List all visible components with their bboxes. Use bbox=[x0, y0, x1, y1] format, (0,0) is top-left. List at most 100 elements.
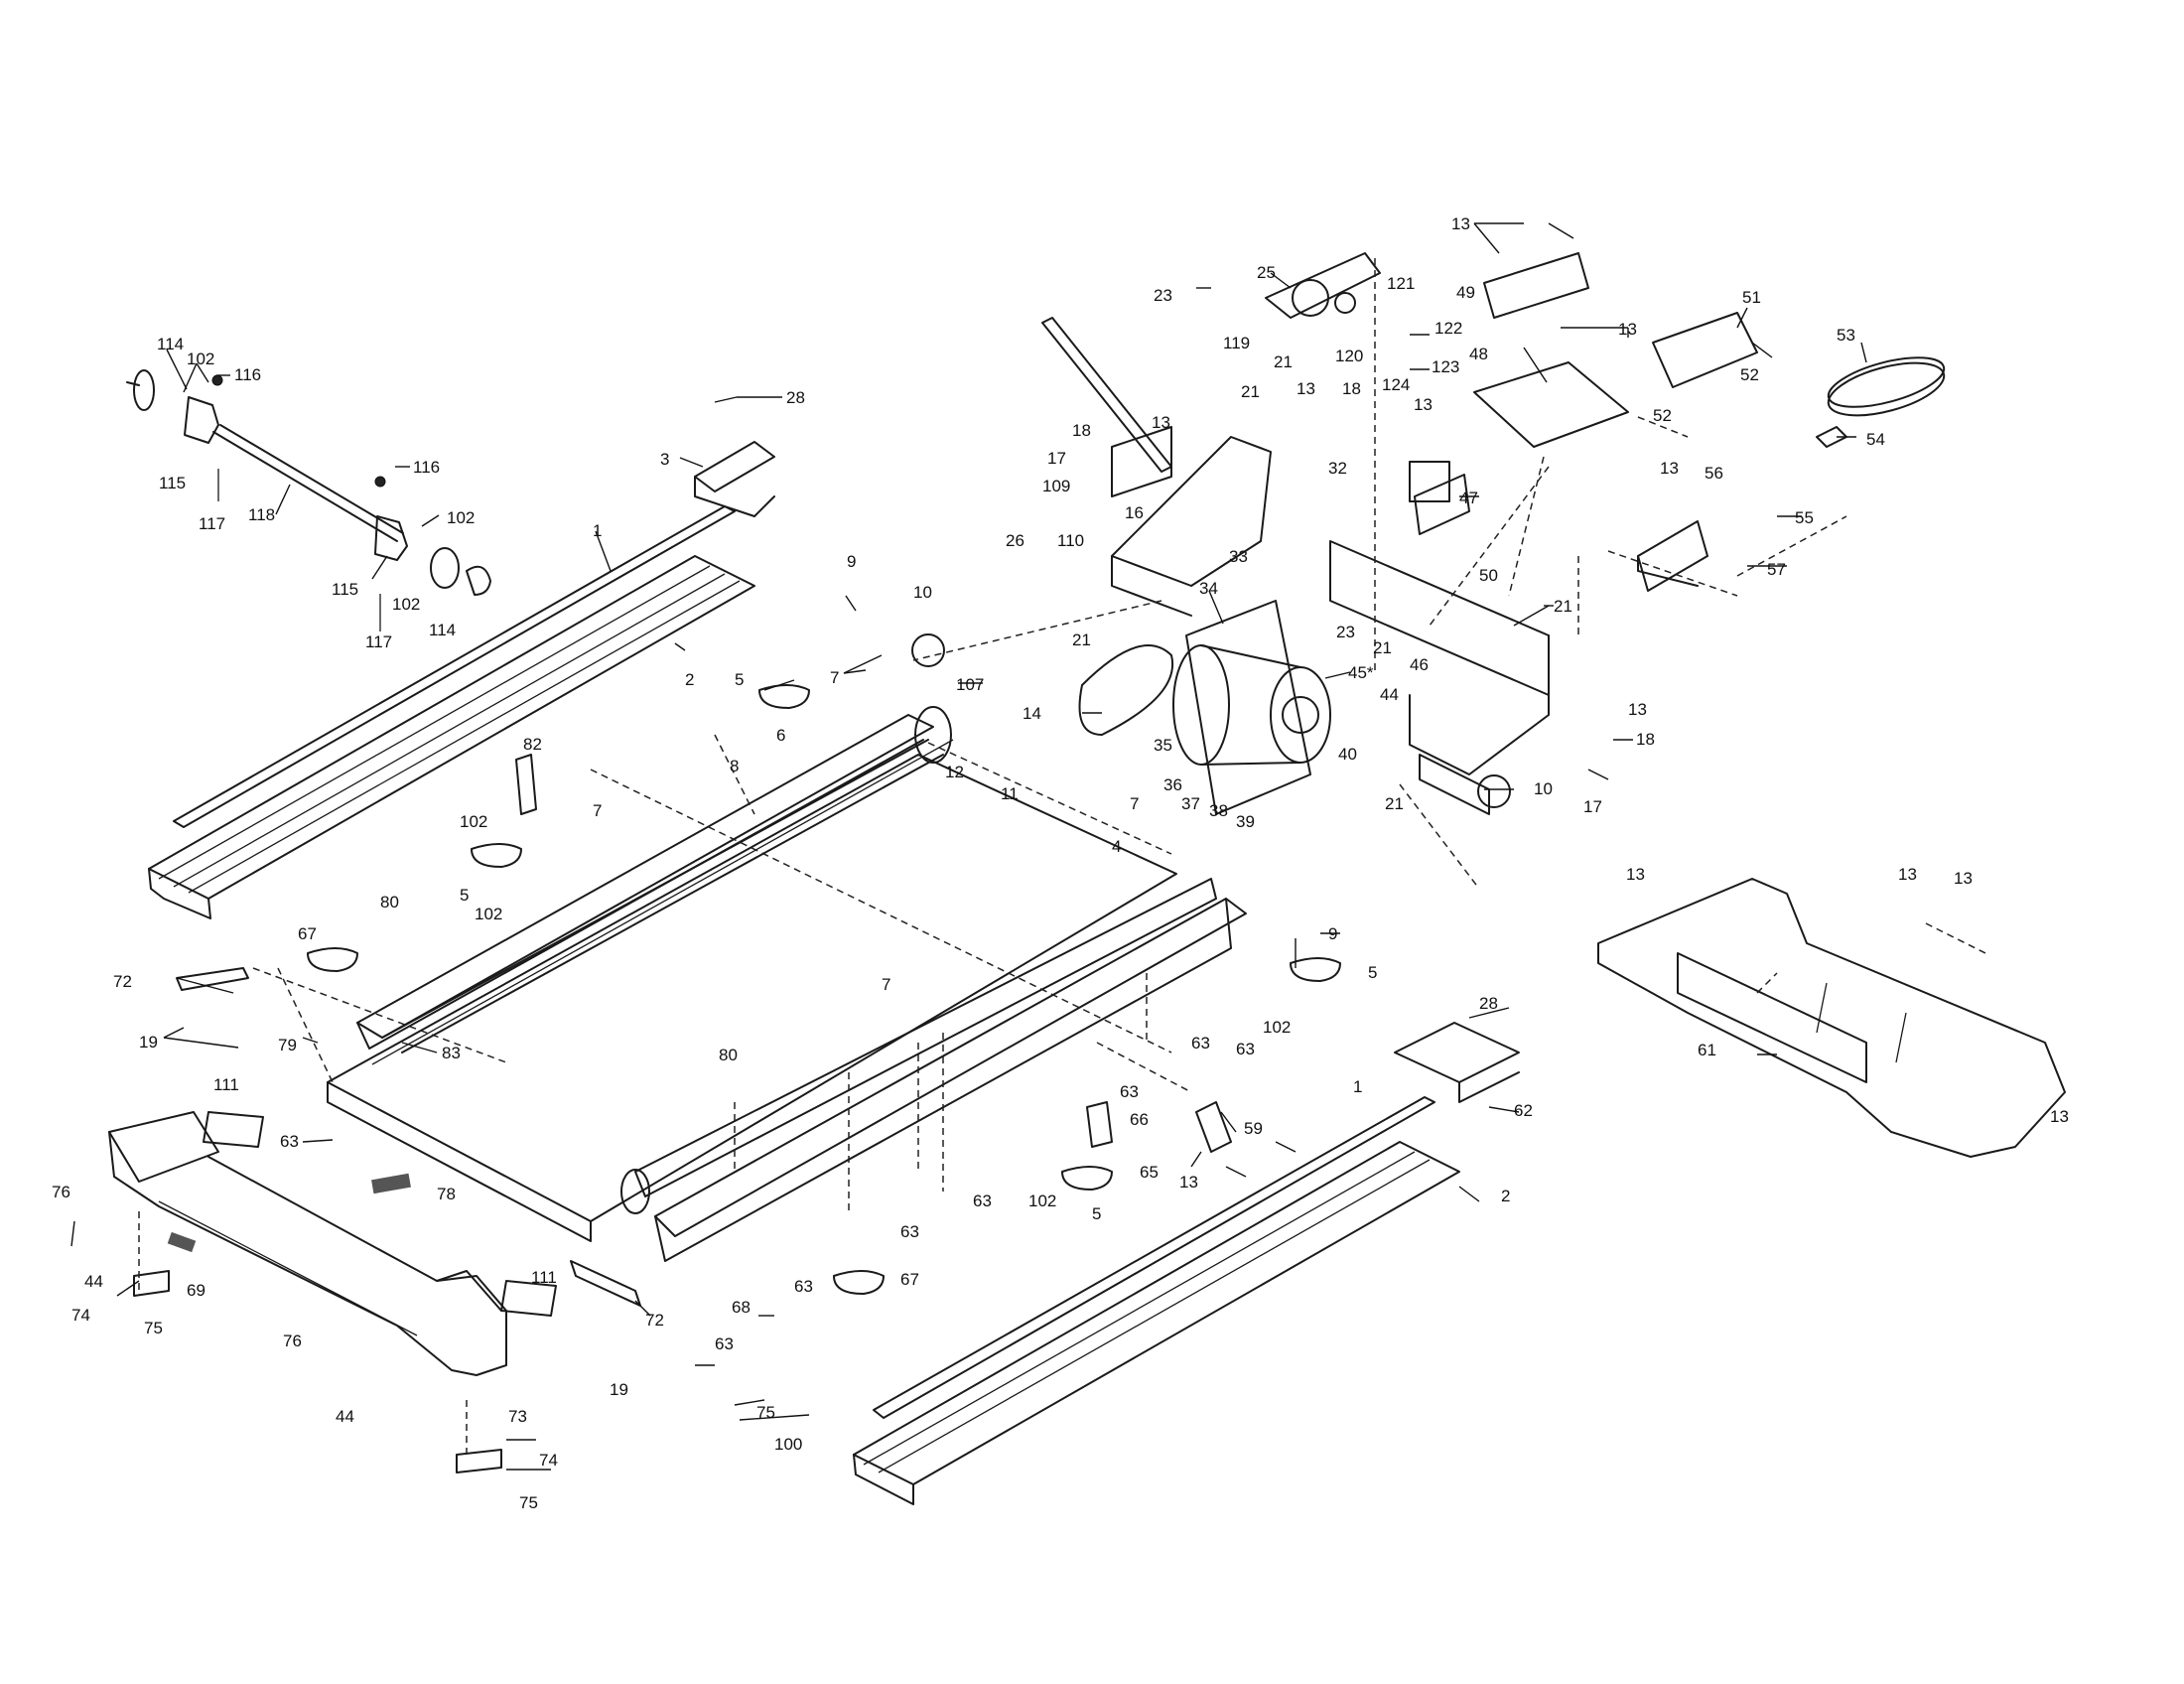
motor-assembly bbox=[1078, 600, 1331, 815]
callout-8: 8 bbox=[730, 757, 739, 775]
callout-11: 11 bbox=[1001, 784, 1019, 803]
callout-12: 12 bbox=[945, 763, 964, 781]
callout-69: 69 bbox=[187, 1281, 205, 1300]
callout-50: 50 bbox=[1479, 566, 1498, 585]
callout-116: 116 bbox=[413, 458, 440, 477]
callout-38: 38 bbox=[1209, 801, 1228, 820]
callout-18: 18 bbox=[1636, 730, 1655, 749]
callout-labels: 114 102 116 115 117 118 116 102 115 102 … bbox=[52, 214, 2069, 1512]
callout-40: 40 bbox=[1338, 745, 1357, 764]
callout-33: 33 bbox=[1229, 547, 1248, 566]
callout-5: 5 bbox=[1092, 1204, 1101, 1223]
callout-75: 75 bbox=[519, 1493, 538, 1512]
assembly-lines bbox=[138, 466, 1986, 1455]
axle-assembly bbox=[126, 369, 491, 632]
callout-75: 75 bbox=[144, 1319, 163, 1337]
callout-1: 1 bbox=[1353, 1077, 1362, 1096]
callout-47: 47 bbox=[1459, 489, 1478, 507]
motor-hood bbox=[1597, 878, 2066, 1158]
callout-34: 34 bbox=[1199, 579, 1218, 598]
callout-18: 18 bbox=[1072, 421, 1091, 440]
callout-5: 5 bbox=[460, 886, 469, 905]
callout-13: 13 bbox=[1618, 320, 1637, 339]
callout-51: 51 bbox=[1742, 288, 1761, 307]
callout-23: 23 bbox=[1154, 286, 1172, 305]
callout-82: 82 bbox=[523, 735, 542, 754]
rear-endcap bbox=[108, 1111, 507, 1376]
callout-100: 100 bbox=[774, 1435, 802, 1454]
callout-68: 68 bbox=[732, 1298, 751, 1317]
callout-55: 55 bbox=[1795, 508, 1814, 527]
callout-114: 114 bbox=[429, 621, 456, 639]
callout-45*: 45* bbox=[1348, 663, 1374, 682]
callout-117: 117 bbox=[199, 514, 225, 533]
callout-25: 25 bbox=[1257, 263, 1276, 282]
callout-117: 117 bbox=[365, 632, 392, 651]
callout-32: 32 bbox=[1328, 459, 1347, 478]
callout-21: 21 bbox=[1072, 631, 1091, 649]
callout-66: 66 bbox=[1130, 1110, 1149, 1129]
callout-13: 13 bbox=[1297, 379, 1315, 398]
callout-13: 13 bbox=[1179, 1173, 1198, 1192]
callout-36: 36 bbox=[1163, 775, 1182, 794]
callout-122: 122 bbox=[1434, 319, 1462, 338]
callout-116: 116 bbox=[234, 365, 261, 384]
callout-1: 1 bbox=[593, 521, 602, 540]
callout-102: 102 bbox=[475, 905, 502, 923]
callout-76: 76 bbox=[283, 1332, 302, 1350]
callout-19: 19 bbox=[610, 1380, 628, 1399]
deck-frame bbox=[327, 714, 1247, 1262]
callout-13: 13 bbox=[1414, 395, 1433, 414]
callout-13: 13 bbox=[1898, 865, 1917, 884]
callout-28: 28 bbox=[1479, 994, 1498, 1013]
callout-13: 13 bbox=[1626, 865, 1645, 884]
callout-49: 49 bbox=[1456, 283, 1475, 302]
callout-7: 7 bbox=[1130, 794, 1139, 813]
callout-67: 67 bbox=[900, 1270, 919, 1289]
callout-111: 111 bbox=[213, 1075, 239, 1094]
callout-74: 74 bbox=[71, 1306, 90, 1325]
callout-63: 63 bbox=[280, 1132, 299, 1151]
bracket-62 bbox=[1394, 1022, 1520, 1103]
callout-13: 13 bbox=[1628, 700, 1647, 719]
callout-14: 14 bbox=[1023, 704, 1041, 723]
callout-44: 44 bbox=[336, 1407, 354, 1426]
callout-80: 80 bbox=[719, 1046, 738, 1064]
callout-13: 13 bbox=[1660, 459, 1679, 478]
callout-46: 46 bbox=[1410, 655, 1429, 674]
callout-13: 13 bbox=[1451, 214, 1470, 233]
callout-28: 28 bbox=[786, 388, 805, 407]
callout-121: 121 bbox=[1387, 274, 1415, 293]
callout-63: 63 bbox=[715, 1334, 734, 1353]
callout-109: 109 bbox=[1042, 477, 1070, 495]
callout-26: 26 bbox=[1006, 531, 1024, 550]
callout-7: 7 bbox=[830, 668, 839, 687]
callout-37: 37 bbox=[1181, 794, 1200, 813]
callout-63: 63 bbox=[973, 1192, 992, 1210]
callout-72: 72 bbox=[113, 972, 132, 991]
callout-63: 63 bbox=[1120, 1082, 1139, 1101]
callout-17: 17 bbox=[1047, 449, 1066, 468]
callout-102: 102 bbox=[1263, 1018, 1291, 1037]
callout-13: 13 bbox=[1152, 413, 1170, 432]
callout-19: 19 bbox=[139, 1033, 158, 1052]
callout-102: 102 bbox=[187, 350, 214, 368]
callout-76: 76 bbox=[52, 1183, 70, 1201]
callout-52: 52 bbox=[1653, 406, 1672, 425]
callout-10: 10 bbox=[913, 583, 932, 602]
callout-2: 2 bbox=[1501, 1187, 1510, 1205]
callout-2: 2 bbox=[685, 670, 694, 689]
callout-21: 21 bbox=[1274, 352, 1293, 371]
small-parts bbox=[133, 317, 1511, 1474]
callout-21: 21 bbox=[1373, 638, 1392, 657]
callout-63: 63 bbox=[794, 1277, 813, 1296]
callout-6: 6 bbox=[776, 726, 785, 745]
callout-102: 102 bbox=[392, 595, 420, 614]
callout-39: 39 bbox=[1236, 812, 1255, 831]
callout-102: 102 bbox=[460, 812, 487, 831]
callout-17: 17 bbox=[1583, 797, 1602, 816]
callout-110: 110 bbox=[1057, 531, 1084, 550]
callout-83: 83 bbox=[442, 1044, 461, 1062]
callout-21: 21 bbox=[1385, 794, 1404, 813]
callout-115: 115 bbox=[332, 580, 358, 599]
